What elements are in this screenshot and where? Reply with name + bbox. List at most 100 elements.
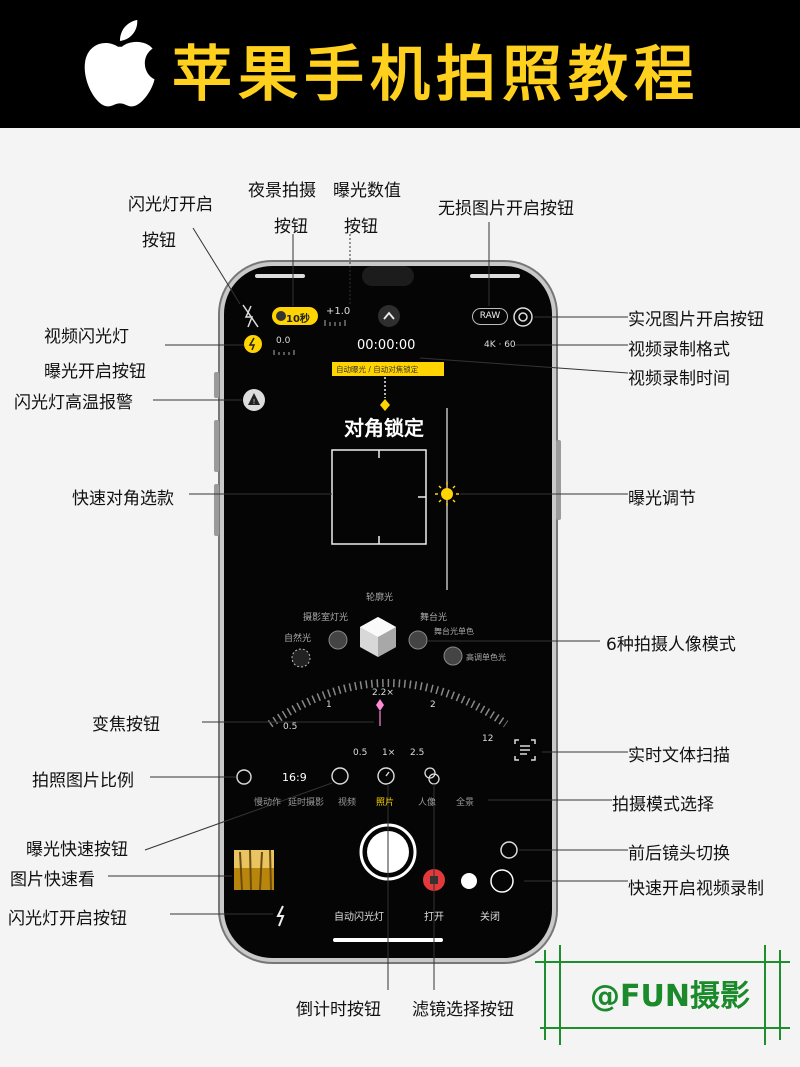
live-photo-icon	[513, 307, 533, 327]
zoom-current: 2.2×	[372, 688, 394, 698]
apple-logo-icon	[84, 19, 155, 107]
portrait-light-cube-icon	[360, 617, 396, 657]
zoom-scale-2: 2	[430, 700, 436, 710]
chevron-up-icon	[383, 311, 395, 320]
mode-photo[interactable]: 照片	[376, 798, 395, 808]
flash-exposure-value: 0.0	[276, 336, 291, 346]
zoom-scale-1: 1	[326, 700, 332, 710]
label-live-photo: 实况图片开启按钮	[628, 310, 764, 330]
label-video-format: 视频录制格式	[628, 340, 730, 360]
sun-icon	[441, 488, 453, 500]
timer-icon	[377, 767, 395, 785]
focus-lock-text: 对角锁定	[344, 416, 424, 440]
label-portrait-modes: 6种拍摄人像模式	[606, 635, 736, 655]
label-countdown: 倒计时按钮	[296, 1000, 381, 1020]
portrait-mode-natural[interactable]: 自然光	[284, 634, 312, 644]
video-flash-icon	[244, 335, 262, 353]
label-mode-select: 拍摄模式选择	[612, 795, 714, 815]
status-bar-left	[255, 274, 305, 278]
flash-bottom-icon	[276, 905, 285, 927]
label-video-flash: 视频闪光灯	[44, 327, 129, 347]
label-aspect: 拍照图片比例	[32, 771, 134, 791]
stamp-frame	[535, 945, 790, 1045]
raw-button[interactable]: RAW	[472, 308, 508, 325]
portrait-mode-high-key[interactable]: 高调单色光	[466, 653, 506, 662]
portrait-mode-stage-mono[interactable]: 舞台光单色	[434, 627, 474, 636]
header-banner: 苹果手机拍照教程	[0, 0, 800, 128]
status-bar-right	[470, 274, 520, 278]
lens-switch-icon	[500, 841, 518, 859]
label-flash-on-2: 按钮	[142, 231, 176, 251]
video-format[interactable]: 4K · 60	[484, 340, 516, 350]
label-quick-video: 快速开启视频录制	[628, 879, 764, 899]
label-flash-temp: 闪光灯高温报警	[14, 393, 133, 413]
label-quick-focus: 快速对角选款	[72, 489, 174, 509]
label-night-mode-2: 按钮	[274, 217, 308, 237]
label-video-time: 视频录制时间	[628, 369, 730, 389]
exposure-value: +1.0	[326, 306, 351, 317]
aspect-ratio-icon	[236, 769, 252, 785]
mode-portrait[interactable]: 人像	[418, 798, 437, 808]
portrait-light-stage-icon	[408, 630, 428, 650]
video-quick-button	[490, 869, 514, 893]
portrait-light-studio-icon	[328, 630, 348, 650]
watermark-stamp: @FUN摄影	[590, 979, 750, 1014]
flash-toggle-icon	[242, 304, 259, 328]
label-filter-select: 滤镜选择按钮	[412, 1000, 514, 1020]
zoom-preset-1x[interactable]: 1×	[382, 748, 396, 758]
portrait-light-mono-icon	[443, 646, 463, 666]
label-exposure-quick: 曝光快速按钮	[26, 840, 128, 860]
moon-icon	[276, 311, 286, 321]
label-exposure-on: 曝光开启按钮	[44, 362, 146, 382]
annotation-lines	[108, 222, 629, 990]
zoom-preset-05[interactable]: 0.5	[353, 748, 368, 758]
zoom-indicator	[376, 699, 384, 711]
focus-diamond-icon	[380, 399, 390, 411]
filter-icon	[424, 767, 436, 779]
night-mode-label: 10秒	[286, 314, 310, 325]
mode-video[interactable]: 视频	[338, 798, 357, 808]
action-button	[214, 372, 219, 398]
ae-af-lock-hint: 自动曝光 / 自动对焦锁定	[336, 365, 419, 374]
label-lens-switch: 前后镜头切换	[628, 844, 730, 864]
night-mode-pill	[272, 307, 318, 325]
filter-off-label[interactable]: 关闭	[480, 912, 500, 923]
power-button	[556, 440, 561, 520]
focus-box	[331, 449, 427, 545]
aspect-ratio-value[interactable]: 16:9	[282, 771, 307, 784]
zoom-scale-05: 0.5	[283, 722, 298, 732]
label-exposure-value: 曝光数值	[333, 181, 401, 201]
portrait-mode-studio[interactable]: 摄影室灯光	[303, 613, 349, 623]
label-raw: 无损图片开启按钮	[438, 199, 574, 219]
mode-slomo[interactable]: 慢动作	[254, 798, 282, 808]
mode-pano[interactable]: 全景	[456, 798, 475, 808]
label-night-mode: 夜景拍摄	[248, 181, 316, 201]
zoom-preset-25[interactable]: 2.5	[410, 748, 425, 758]
page-title: 苹果手机拍照教程	[172, 40, 700, 110]
mode-timelapse[interactable]: 延时摄影	[288, 798, 325, 808]
portrait-light-natural-icon	[291, 648, 311, 668]
exposure-ticks	[324, 320, 346, 326]
ae-af-lock-bar	[332, 362, 444, 376]
volume-down-button	[214, 484, 219, 536]
label-zoom: 变焦按钮	[92, 715, 160, 735]
filter-on-label[interactable]: 打开	[424, 912, 444, 923]
volume-up-button	[214, 420, 219, 472]
flash-auto-label[interactable]: 自动闪光灯	[334, 912, 384, 923]
text-scan-icon	[514, 739, 536, 761]
svg-text:!: !	[253, 398, 256, 406]
video-timer: 00:00:00	[357, 338, 416, 353]
label-photo-preview: 图片快速看	[10, 870, 95, 890]
label-flash-on: 闪光灯开启	[128, 195, 213, 215]
label-exposure-value-2: 按钮	[344, 217, 378, 237]
exposure-quick-icon	[331, 767, 349, 785]
label-exposure-adjust: 曝光调节	[628, 489, 696, 509]
portrait-mode-stage[interactable]: 舞台光	[420, 613, 448, 623]
dynamic-island	[362, 266, 414, 286]
zoom-dial	[267, 679, 509, 728]
label-text-scan: 实时文体扫描	[628, 746, 730, 766]
zoom-scale-12: 12	[482, 734, 494, 744]
video-quick-dot	[461, 873, 477, 889]
chevron-up-button	[378, 305, 400, 327]
